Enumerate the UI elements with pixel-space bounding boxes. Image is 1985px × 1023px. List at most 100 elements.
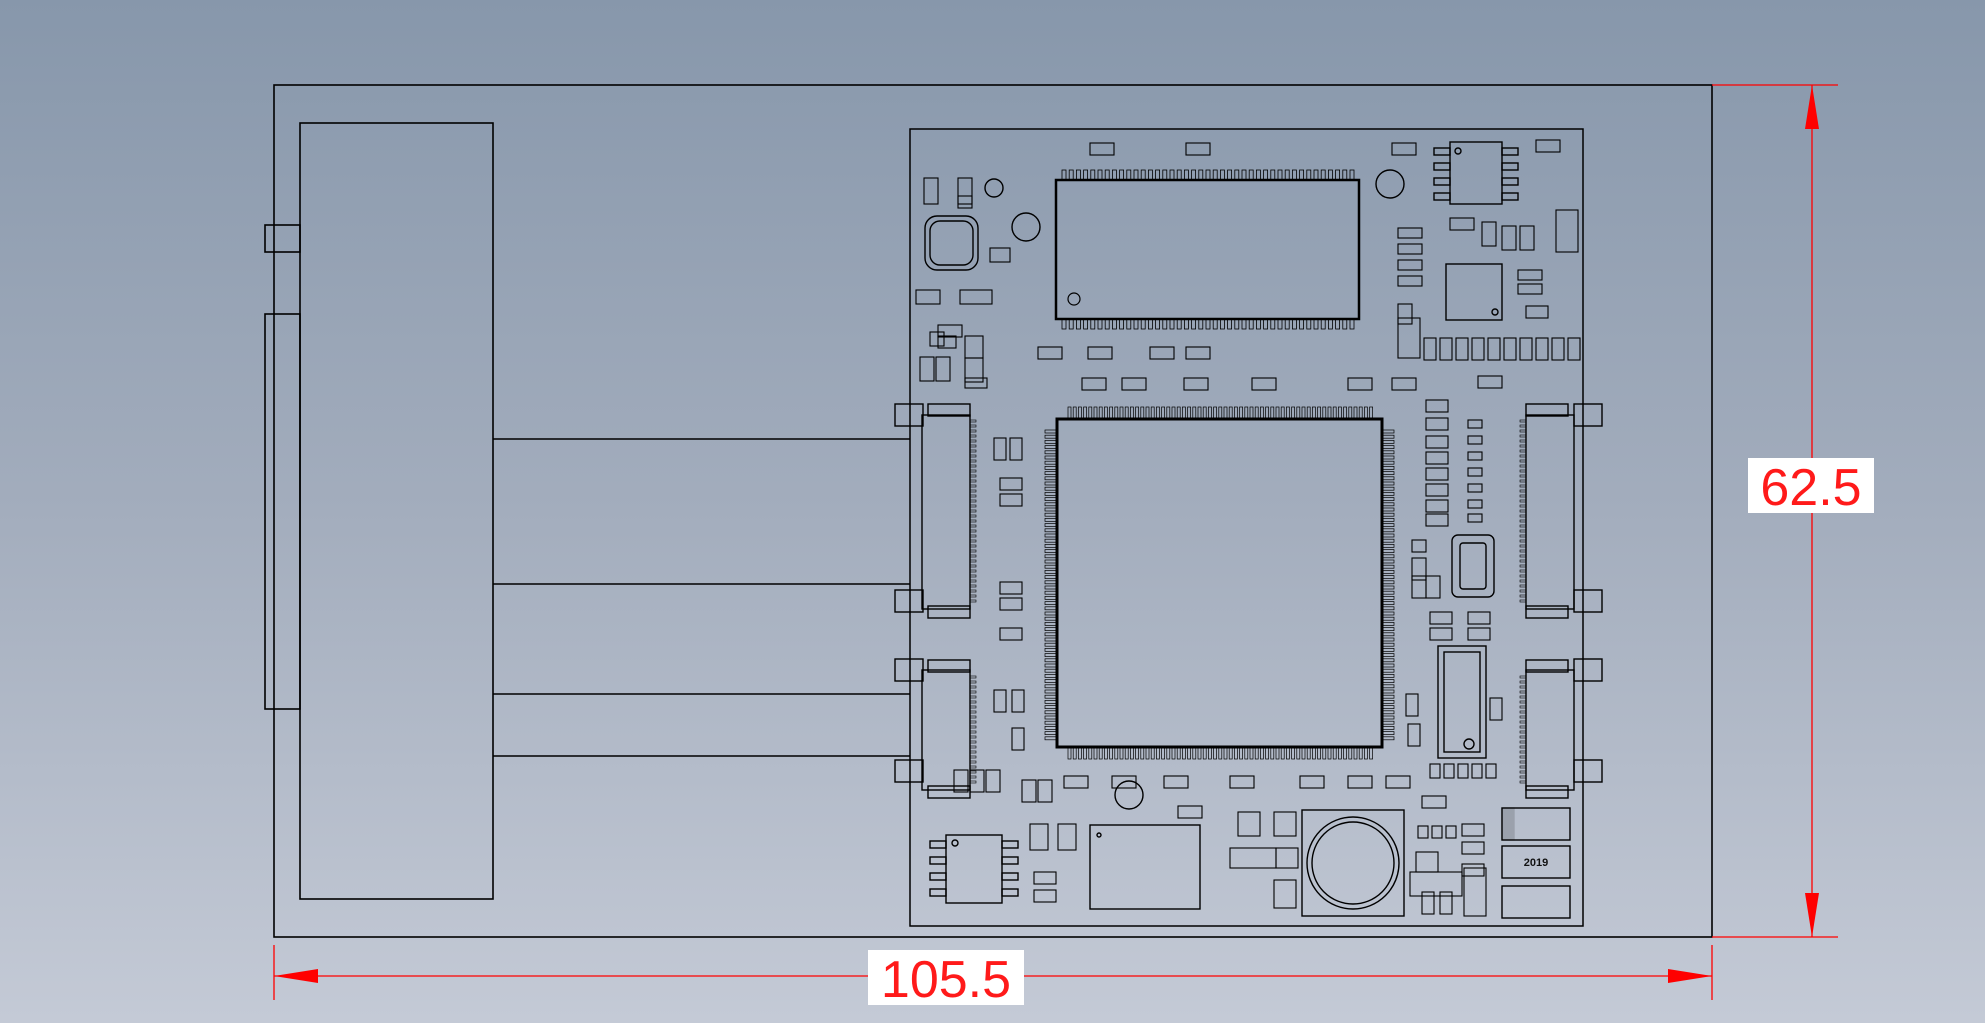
- ic-pin: [1320, 318, 1326, 330]
- connector-pin: [1519, 559, 1527, 563]
- ic-pin: [1381, 710, 1395, 715]
- ic-pin: [1176, 318, 1182, 330]
- ic-pin: [1044, 668, 1058, 673]
- ic-pin: [1265, 746, 1269, 760]
- smd-component: [1425, 417, 1449, 431]
- smd-component: [1467, 513, 1483, 523]
- side-plate: [299, 122, 494, 900]
- ic-pin: [1280, 406, 1285, 420]
- ic-pin: [1292, 169, 1297, 181]
- ic-pin: [1234, 746, 1238, 760]
- connector-pin: [969, 494, 977, 498]
- ic-pin: [1241, 318, 1247, 330]
- ic-pin: [1184, 318, 1189, 330]
- connector-pin: [1519, 439, 1527, 443]
- smd-component: [1429, 611, 1453, 625]
- ic-pin: [1381, 445, 1395, 449]
- ic-pin: [1254, 406, 1259, 420]
- smd-component: [1471, 763, 1483, 779]
- smd-component: [1439, 891, 1453, 915]
- connector-pin: [969, 730, 977, 734]
- ic-pin: [1213, 406, 1217, 420]
- ic-pin: [1044, 466, 1058, 470]
- smd-component: [1411, 539, 1427, 553]
- ic-pin: [1044, 601, 1058, 605]
- ic-pin: [1277, 169, 1283, 181]
- ic-pin: [1381, 450, 1395, 455]
- connector-pin: [1519, 700, 1527, 704]
- connector-pin: [1519, 524, 1527, 528]
- ic-pin: [1270, 746, 1275, 760]
- ic-pin: [1205, 318, 1211, 330]
- ic-pin: [1212, 169, 1218, 181]
- ic-pin: [1381, 611, 1395, 616]
- ic-pin: [1097, 169, 1103, 181]
- ic-pin: [1098, 746, 1103, 760]
- ic-pin: [1171, 746, 1176, 760]
- smd-component: [929, 331, 945, 347]
- connector-pin: [969, 680, 977, 684]
- ic-pin: [1126, 169, 1132, 181]
- ic-pin: [1381, 606, 1395, 611]
- smd-component: [1385, 775, 1411, 789]
- ic-pin: [1044, 544, 1058, 548]
- ic-pin: [1249, 406, 1254, 420]
- ic-pin: [1343, 406, 1347, 420]
- smd-component: [1467, 499, 1483, 509]
- ic-pin: [1343, 746, 1347, 760]
- ic-pin: [1286, 406, 1290, 420]
- smd-component: [1535, 139, 1561, 153]
- connector-pin: [1519, 564, 1527, 568]
- ic-pin: [1248, 318, 1254, 330]
- ic-pin: [1277, 318, 1283, 330]
- ic-pin: [1369, 746, 1373, 760]
- diode-marking: 2019: [1524, 857, 1548, 869]
- connector-pin: [969, 579, 977, 583]
- smd-component: [1397, 227, 1423, 239]
- connector-pin: [1519, 549, 1527, 553]
- connector-pin: [1519, 675, 1527, 679]
- smd-component: [1481, 221, 1497, 247]
- ic-pin: [1223, 746, 1228, 760]
- ic-pin: [1044, 512, 1058, 517]
- smd-component: [1185, 346, 1211, 360]
- smd-component: [1439, 337, 1453, 361]
- smd-component: [1525, 305, 1549, 319]
- connector-pin: [1519, 529, 1527, 533]
- ic-pin: [1044, 679, 1058, 683]
- connector-pin: [1519, 519, 1527, 523]
- ic-pin: [1162, 169, 1168, 181]
- ic-pin: [1220, 169, 1225, 181]
- ic-pin: [1130, 406, 1134, 420]
- ic-pin: [1381, 580, 1395, 585]
- smd-diode-1: [1501, 807, 1571, 841]
- connector-pin: [969, 434, 977, 438]
- ic-pin: [1114, 406, 1119, 420]
- connector-pin: [1519, 489, 1527, 493]
- ic-pin: [1044, 694, 1058, 699]
- smd-component: [1519, 225, 1535, 251]
- ic-pin: [1381, 523, 1395, 527]
- ic-pin: [1202, 406, 1207, 420]
- smd-component: [1397, 243, 1423, 255]
- smd-component: [1461, 823, 1485, 837]
- ic-pin: [1044, 705, 1058, 709]
- ic-pin: [1381, 596, 1395, 600]
- connector-pin: [969, 725, 977, 729]
- smd-component: [999, 627, 1023, 641]
- ic-pin: [1124, 746, 1129, 760]
- ic-pin: [1104, 169, 1110, 181]
- connector-pin: [969, 439, 977, 443]
- ic-pin: [1381, 658, 1395, 663]
- ic-pin: [1381, 679, 1395, 683]
- ic-pin: [1182, 406, 1186, 420]
- ic-pin: [1381, 700, 1395, 704]
- ic-pin: [1140, 318, 1146, 330]
- connector-pin: [969, 454, 977, 458]
- connector-pin: [969, 760, 977, 764]
- ic-pin: [1124, 406, 1129, 420]
- ic-pin: [1327, 406, 1332, 420]
- smd-component: [1037, 346, 1063, 360]
- side-tab-upper: [264, 224, 301, 253]
- ic-pin: [1381, 694, 1395, 699]
